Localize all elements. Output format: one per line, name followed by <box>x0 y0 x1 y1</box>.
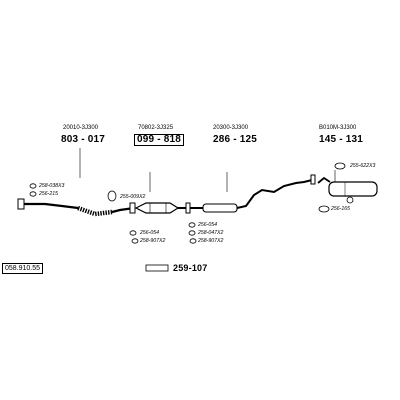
nut-icon <box>131 238 139 244</box>
callout-label[interactable]: 256-054 <box>198 222 218 228</box>
callout-label[interactable]: 258-907X2 <box>198 238 224 244</box>
callout-label[interactable]: 258-047X2 <box>198 230 224 236</box>
front-pipe <box>17 198 136 217</box>
diagram-reference: 058.910.55 <box>2 263 44 274</box>
callout-label[interactable]: 255-009X2 <box>120 194 146 200</box>
section-2-oe-number: 70802-3J325 <box>138 125 174 131</box>
gasket-icon <box>29 191 37 197</box>
gasket-icon <box>107 190 117 202</box>
section-3-part-number[interactable]: 286 - 125 <box>213 134 258 145</box>
section-3-oe-number: 20300-3J300 <box>213 125 249 131</box>
callout-label[interactable]: 255-622X3 <box>350 163 376 169</box>
middle-pipe <box>190 174 316 213</box>
section-1-oe-number: 20010-3J300 <box>63 125 99 131</box>
gasket-icon <box>129 230 137 236</box>
callout-label[interactable]: 256-165 <box>331 206 351 212</box>
callout-label[interactable]: 258-038X3 <box>39 183 65 189</box>
catalytic-converter <box>134 202 191 214</box>
rear-silencer <box>317 176 378 204</box>
gasket-icon <box>188 222 196 228</box>
gasket-icon <box>318 205 330 213</box>
section-4-part-number[interactable]: 145 - 131 <box>319 134 364 145</box>
callout-label[interactable]: 256-054 <box>140 230 160 236</box>
mounting-kit-icon <box>145 264 169 272</box>
callout-label[interactable]: 258-907X2 <box>140 238 166 244</box>
bolt-icon <box>188 230 196 236</box>
section-1-part-number[interactable]: 803 - 017 <box>61 134 106 145</box>
nut-icon <box>189 238 197 244</box>
callout-label[interactable]: 256-215 <box>39 191 59 197</box>
section-4-oe-number: B010M-3J300 <box>319 125 357 131</box>
hanger-icon <box>334 162 346 170</box>
section-2-part-number[interactable]: 099 - 818 <box>134 134 185 146</box>
mounting-kit-part-number[interactable]: 259-107 <box>173 263 208 273</box>
bolt-icon <box>29 183 37 189</box>
